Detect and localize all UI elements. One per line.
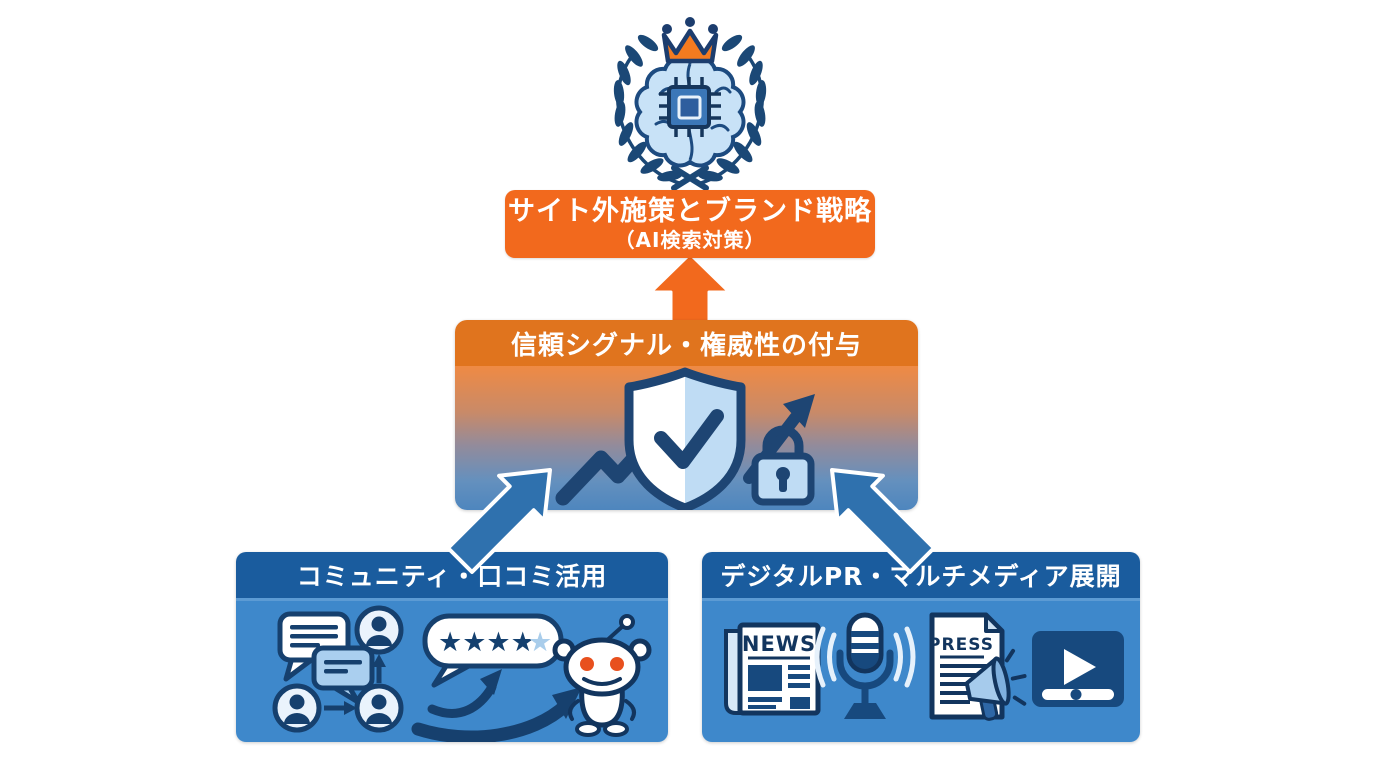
trust-signal-header: 信頼シグナル・権威性の付与 xyxy=(455,320,918,366)
reddit-alien-icon xyxy=(552,614,652,737)
community-box: コミュニティ・口コミ活用 xyxy=(236,552,668,742)
orange-up-arrow xyxy=(649,252,731,324)
ai-brain-chip-icon xyxy=(634,56,746,168)
digital-pr-header: デジタルPR・マルチメディア展開 xyxy=(702,552,1140,601)
trust-signal-title: 信頼シグナル・権威性の付与 xyxy=(510,330,862,361)
trust-signal-box: 信頼シグナル・権威性の付与 xyxy=(455,320,918,510)
review-stars-bubble-icon: ★★★★ ★ xyxy=(422,613,564,688)
digital-pr-title: デジタルPR・マルチメディア展開 xyxy=(720,562,1122,591)
community-header: コミュニティ・口コミ活用 xyxy=(236,552,668,601)
swoosh-arrows-icon xyxy=(411,669,582,742)
community-title: コミュニティ・口コミ活用 xyxy=(296,562,608,591)
podcast-microphone-icon xyxy=(814,612,916,719)
top-strategy-box: サイト外施策とブランド戦略 （AI検索対策） xyxy=(505,190,875,258)
digital-pr-body: NEWS xyxy=(702,601,1140,742)
padlock-icon xyxy=(751,425,815,506)
user-network-icon xyxy=(272,605,404,733)
top-box-title: サイト外施策とブランド戦略 xyxy=(508,196,872,227)
video-player-icon xyxy=(1032,631,1124,707)
brand-logo xyxy=(613,17,770,191)
press-label: PRESS xyxy=(928,635,994,655)
crown-icon xyxy=(661,17,719,64)
trust-signal-body xyxy=(455,366,918,510)
news-label: NEWS xyxy=(742,632,816,656)
review-half-star: ★ xyxy=(528,627,552,658)
chat-bubbles-icon xyxy=(277,611,375,705)
community-body: ★★★★ ★ xyxy=(236,601,668,742)
press-release-megaphone-icon: PRESS xyxy=(928,612,1027,721)
review-full-stars: ★★★★ xyxy=(438,627,535,658)
digital-pr-icons: NEWS xyxy=(724,612,1124,721)
newspaper-icon: NEWS xyxy=(724,622,821,716)
shield-check-icon xyxy=(624,367,746,510)
laurel-wreath-icon xyxy=(613,30,770,191)
top-box-subtitle: （AI検索対策） xyxy=(614,228,766,252)
community-icons: ★★★★ ★ xyxy=(272,605,652,742)
digital-pr-box: デジタルPR・マルチメディア展開 NEWS xyxy=(702,552,1140,742)
trust-icons xyxy=(555,367,815,510)
